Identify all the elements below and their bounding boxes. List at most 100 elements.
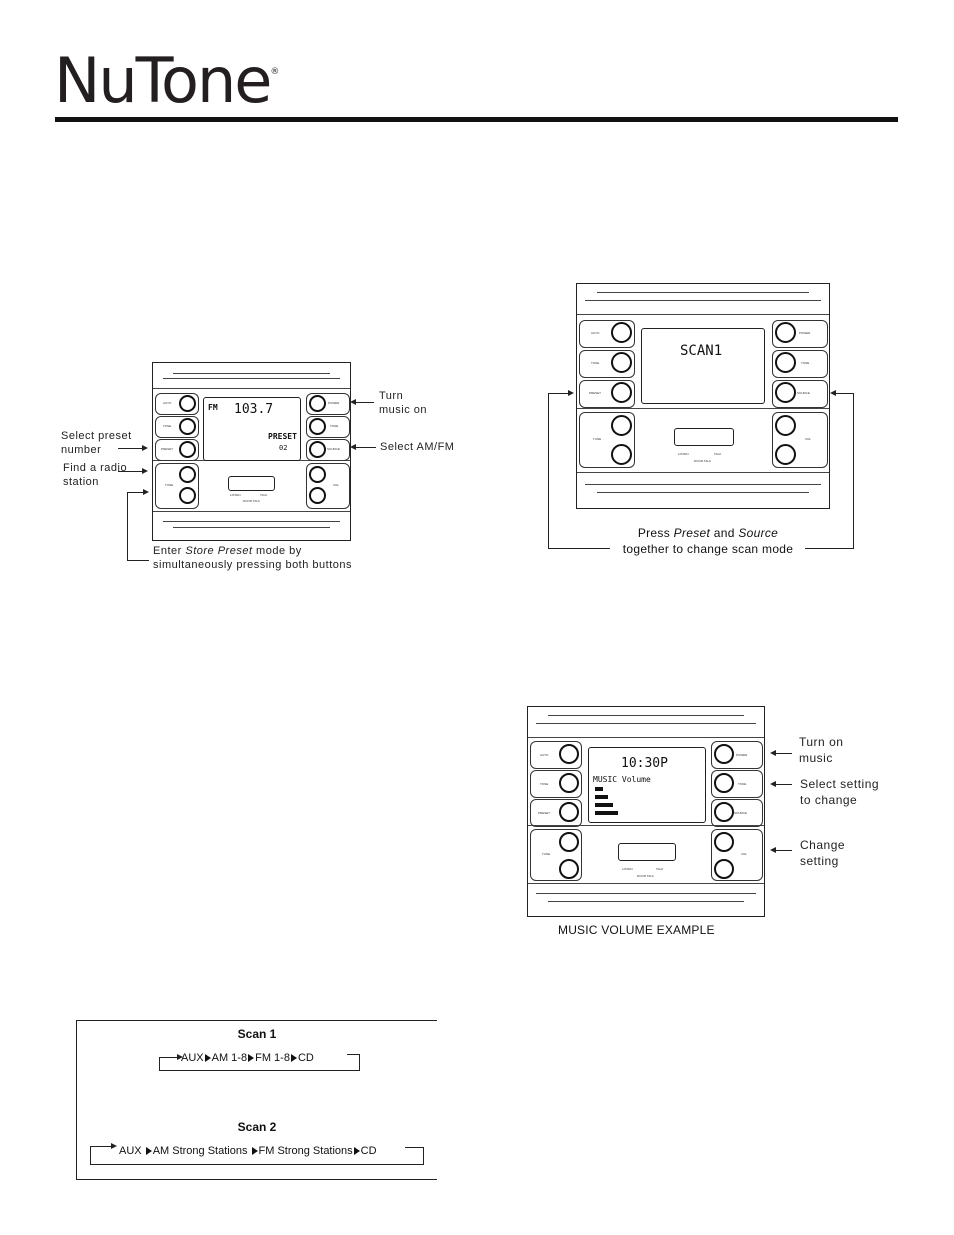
connector-line: [90, 1164, 424, 1165]
power-button[interactable]: [309, 395, 326, 412]
connector-line: [530, 799, 582, 827]
button-label: TONE: [163, 424, 172, 428]
button-label: PRESET: [161, 447, 174, 451]
fig2-intercom-panel: AUTO TONE PRESET TUNE POWER TONE SOURCE …: [576, 283, 830, 509]
button-label: PRESET: [589, 391, 602, 395]
connector-line: [347, 1054, 360, 1055]
connector-line: [536, 723, 756, 724]
button-label: AUTO: [540, 753, 549, 757]
volume-level-bars: [595, 787, 625, 817]
connector-line: [711, 829, 763, 881]
button-label: TONE: [540, 782, 549, 786]
connector-line: [597, 492, 809, 493]
fig2-caption: Press Preset and Source together to chan…: [622, 526, 794, 556]
connector-line: [528, 737, 764, 738]
connector-line: [770, 781, 776, 787]
connector-line: [772, 320, 828, 348]
fig2-auto-button[interactable]: [611, 322, 632, 343]
connector-line: [159, 1057, 160, 1071]
connector-line: [143, 489, 149, 495]
fig2-listen-talk-switch[interactable]: [674, 428, 734, 446]
connector-line: [836, 393, 854, 394]
connector-line: [359, 1054, 360, 1071]
connector-line: [585, 300, 821, 301]
fig2-preset-button[interactable]: [611, 382, 632, 403]
button-label: LISTEN: [622, 867, 633, 871]
connector-line: [548, 715, 744, 716]
fig1-lcd: FM 103.7 PRESET 02: [203, 397, 301, 461]
connector-line: [548, 393, 568, 394]
connector-line: [577, 314, 829, 315]
fig3-caption: MUSIC VOLUME EXAMPLE: [558, 923, 715, 937]
connector-line: [585, 484, 821, 485]
fig1-intercom-panel: AUTO TONE PRESET TUNE POWER TONE SOURCE …: [152, 362, 351, 541]
connector-line: [548, 548, 610, 549]
connector-line: [776, 784, 792, 785]
connector-line: [579, 350, 635, 378]
button-label: DOOR TALK: [637, 874, 655, 878]
connector-line: [159, 1070, 360, 1071]
nutone-logo: NuTone®: [54, 44, 280, 117]
button-label: TUNE: [542, 852, 551, 856]
connector-line: [356, 402, 374, 403]
connector-line: [118, 448, 142, 449]
fig3-listen-talk-switch[interactable]: [618, 843, 676, 861]
button-label: TALK: [656, 867, 664, 871]
connector-line: [142, 468, 148, 474]
vol-down-button[interactable]: [309, 487, 326, 504]
fig3-tone-right-button[interactable]: [714, 773, 734, 793]
fig3-lcd: 10:30P MUSIC Volume: [588, 747, 706, 823]
connector-line: [711, 799, 763, 827]
fig3-source-button[interactable]: [714, 802, 734, 822]
vol-up-button[interactable]: [309, 466, 326, 483]
button-label: TALK: [714, 452, 722, 456]
button-label: TONE: [330, 424, 339, 428]
callout-turn-music-on: Turn music on: [379, 390, 428, 416]
connector-line: [118, 471, 142, 472]
scan2-sequence: AUX AM Strong Stations FM Strong Station…: [119, 1145, 377, 1157]
connector-line: [530, 770, 582, 798]
fig2-source-button[interactable]: [775, 382, 796, 403]
fig3-intercom-panel: AUTO TONE PRESET TUNE POWER TONE SOURCE …: [527, 706, 765, 917]
connector-line: [405, 1147, 424, 1148]
button-label: TUNE: [165, 483, 174, 487]
fig2-tone-right-button[interactable]: [775, 352, 796, 373]
auto-button[interactable]: [179, 395, 196, 412]
fig3-preset-button[interactable]: [559, 802, 579, 822]
header-rule: [55, 117, 898, 122]
fig2-vol-down-button[interactable]: [775, 444, 796, 465]
fig2-tune-up-button[interactable]: [611, 415, 632, 436]
button-label: LISTEN: [230, 493, 241, 497]
connector-line: [530, 741, 582, 769]
tune-down-button[interactable]: [179, 487, 196, 504]
connector-line: [306, 393, 350, 415]
connector-line: [350, 399, 356, 405]
callout-select-amfm: Select AM/FM: [380, 441, 455, 453]
fig2-power-button[interactable]: [775, 322, 796, 343]
fig3-tone-button[interactable]: [559, 773, 579, 793]
callout-find-station: Find a radio station: [63, 462, 128, 488]
fig3-power-button[interactable]: [714, 744, 734, 764]
source-button[interactable]: [309, 441, 326, 458]
button-label: POWER: [328, 401, 340, 405]
fig3-vol-up-button[interactable]: [714, 832, 734, 852]
connector-line: [830, 390, 836, 396]
button-label: AUTO: [163, 401, 172, 405]
button-label: AUTO: [591, 331, 600, 335]
tone-button[interactable]: [179, 418, 196, 435]
preset-button[interactable]: [179, 441, 196, 458]
fig3-tune-down-button[interactable]: [559, 859, 579, 879]
tone-right-button[interactable]: [309, 418, 326, 435]
fig3-tune-up-button[interactable]: [559, 832, 579, 852]
fig2-vol-up-button[interactable]: [775, 415, 796, 436]
tune-up-button[interactable]: [179, 466, 196, 483]
fig3-auto-button[interactable]: [559, 744, 579, 764]
listen-talk-switch[interactable]: [228, 476, 275, 491]
connector-line: [548, 901, 744, 902]
fig3-vol-down-button[interactable]: [714, 859, 734, 879]
connector-line: [173, 527, 330, 528]
connector-line: [350, 444, 356, 450]
fig2-tune-down-button[interactable]: [611, 444, 632, 465]
fig2-tone-button[interactable]: [611, 352, 632, 373]
connector-line: [163, 521, 340, 522]
